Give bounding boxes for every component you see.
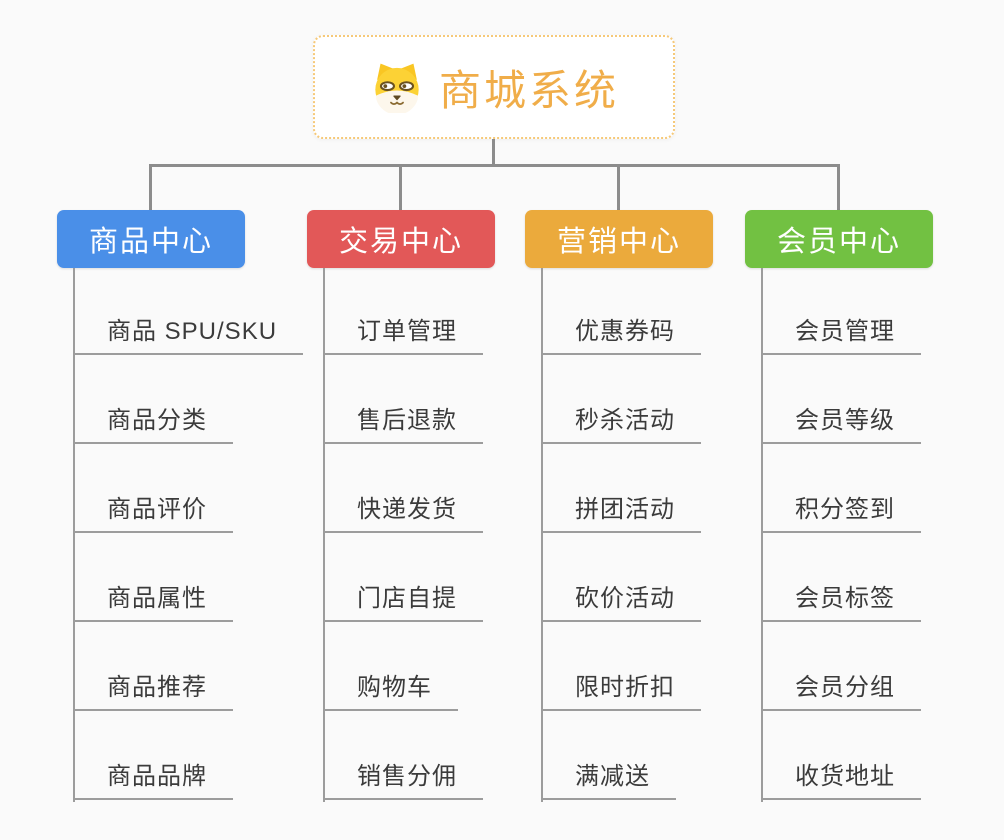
leaf-node[interactable]: 会员等级 <box>761 406 921 444</box>
branch-node-product-center[interactable]: 商品中心 <box>57 210 245 268</box>
leaf-label: 秒杀活动 <box>575 407 675 434</box>
leaf-label: 门店自提 <box>357 585 457 612</box>
leaf-label: 商品品牌 <box>107 763 207 790</box>
leaf-node[interactable]: 商品属性 <box>73 584 233 622</box>
branch-column-marketing-center: 营销中心 优惠券码 秒杀活动 拼团活动 砍价活动 限时折扣 满减送 <box>525 210 713 802</box>
leaf-node[interactable]: 销售分佣 <box>323 762 483 800</box>
leaf-label: 快递发货 <box>357 496 457 523</box>
branch-trunk-line <box>541 268 543 802</box>
leaf-label: 拼团活动 <box>575 496 675 523</box>
connector-drop-1 <box>149 165 152 210</box>
leaf-node[interactable]: 砍价活动 <box>541 584 701 622</box>
leaf-node[interactable]: 会员分组 <box>761 673 921 711</box>
leaf-label: 限时折扣 <box>575 674 675 701</box>
connector-drop-3 <box>617 165 620 210</box>
branch-trunk-line <box>761 268 763 802</box>
leaf-label: 售后退款 <box>357 407 457 434</box>
leaf-node[interactable]: 秒杀活动 <box>541 406 701 444</box>
leaf-label: 商品推荐 <box>107 674 207 701</box>
leaf-label: 订单管理 <box>357 318 457 345</box>
leaf-node[interactable]: 满减送 <box>541 762 676 800</box>
leaf-label: 商品 SPU/SKU <box>107 318 278 345</box>
dog-face-icon <box>375 63 419 113</box>
leaf-node[interactable]: 商品推荐 <box>73 673 233 711</box>
branch-column-trade-center: 交易中心 订单管理 售后退款 快递发货 门店自提 购物车 销售分佣 <box>307 210 495 802</box>
leaf-label: 砍价活动 <box>575 585 675 612</box>
leaf-node[interactable]: 购物车 <box>323 673 458 711</box>
leaf-node[interactable]: 商品评价 <box>73 495 233 533</box>
leaf-label: 会员管理 <box>795 318 895 345</box>
leaf-node[interactable]: 售后退款 <box>323 406 483 444</box>
branch-node-trade-center[interactable]: 交易中心 <box>307 210 495 268</box>
branch-trunk-line <box>323 268 325 802</box>
root-node-label: 商城系统 <box>438 66 619 114</box>
leaf-node[interactable]: 积分签到 <box>761 495 921 533</box>
leaf-label: 会员标签 <box>795 585 895 612</box>
leaf-node[interactable]: 会员管理 <box>761 317 921 355</box>
leaf-label: 优惠券码 <box>575 318 675 345</box>
leaf-label: 商品属性 <box>107 585 207 612</box>
branch-column-member-center: 会员中心 会员管理 会员等级 积分签到 会员标签 会员分组 收货地址 <box>745 210 933 802</box>
leaf-label: 会员等级 <box>795 407 895 434</box>
leaf-label: 购物车 <box>357 674 432 701</box>
leaf-node[interactable]: 商品分类 <box>73 406 233 444</box>
leaf-node[interactable]: 优惠券码 <box>541 317 701 355</box>
leaf-label: 商品评价 <box>107 496 207 523</box>
leaf-node[interactable]: 订单管理 <box>323 317 483 355</box>
leaf-label: 商品分类 <box>107 407 207 434</box>
leaf-node[interactable]: 快递发货 <box>323 495 483 533</box>
root-node[interactable]: 商城系统 <box>313 35 675 139</box>
branch-trunk-line <box>73 268 75 802</box>
leaf-node[interactable]: 会员标签 <box>761 584 921 622</box>
leaf-node[interactable]: 限时折扣 <box>541 673 701 711</box>
branch-node-member-center[interactable]: 会员中心 <box>745 210 933 268</box>
leaf-label: 满减送 <box>575 763 650 790</box>
leaf-node[interactable]: 拼团活动 <box>541 495 701 533</box>
leaf-label: 销售分佣 <box>357 763 457 790</box>
connector-drop-4 <box>837 165 840 210</box>
leaf-node[interactable]: 门店自提 <box>323 584 483 622</box>
branch-node-marketing-center[interactable]: 营销中心 <box>525 210 713 268</box>
connector-root-stem <box>492 139 495 166</box>
leaf-label: 会员分组 <box>795 674 895 701</box>
leaf-node[interactable]: 商品 SPU/SKU <box>73 317 304 355</box>
leaf-node[interactable]: 收货地址 <box>761 762 921 800</box>
connector-horizontal-bar <box>149 164 840 167</box>
leaf-label: 收货地址 <box>795 763 895 790</box>
leaf-node[interactable]: 商品品牌 <box>73 762 233 800</box>
connector-drop-2 <box>399 165 402 210</box>
leaf-label: 积分签到 <box>795 496 895 523</box>
branch-column-product-center: 商品中心 商品 SPU/SKU 商品分类 商品评价 商品属性 商品推荐 商品品牌 <box>57 210 304 802</box>
